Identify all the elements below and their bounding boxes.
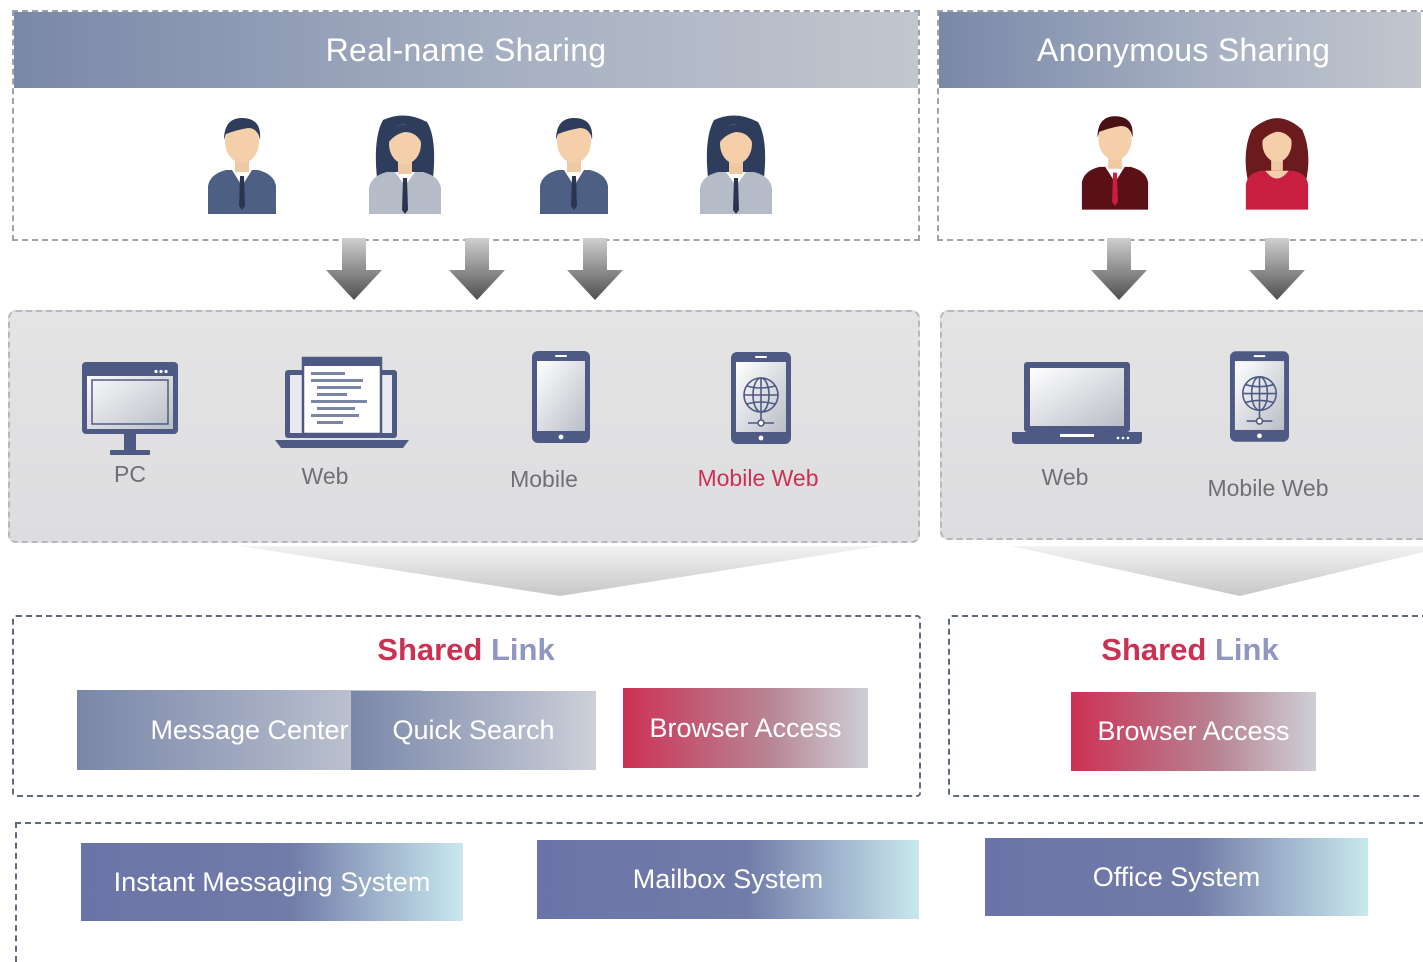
down-arrow-icon [1091,238,1147,300]
male-user-icon [208,118,276,214]
down-arrow-icon [1249,238,1305,300]
shared-link-title: Shared Link [300,632,632,668]
office-system-button[interactable]: Office System [985,838,1368,916]
anon-browser-access-button[interactable]: Browser Access [1071,692,1316,771]
device-label-web: Web [301,463,349,489]
anonymous-devices-panel [940,310,1423,540]
quick-search-button[interactable]: Quick Search [351,691,596,770]
anonymous-sharing-panel: Anonymous Sharing [937,10,1423,241]
systems-box [15,822,1423,962]
real-name-sharing-panel: Real-name Sharing [12,10,920,241]
anon-shared-link-word1: Shared [1101,632,1207,667]
anonymous-sharing-title: Anonymous Sharing [939,12,1421,88]
device-label-mobile-web: Mobile Web [697,465,819,491]
laptop-code-icon [275,356,409,448]
down-arrow-icon [567,238,623,300]
anon-device-label-web: Web [1041,464,1089,490]
laptop-icon [1012,362,1142,444]
down-arrow-icon [449,238,505,300]
shared-link-word1: Shared [377,632,483,667]
shared-link-word2: Link [491,632,555,667]
device-label-pc: PC [114,461,146,487]
female-user-icon [369,115,441,214]
real-name-sharing-title: Real-name Sharing [14,12,918,88]
desktop-monitor-icon [82,362,178,455]
mobile-globe-icon [1229,351,1290,442]
anon-shared-link-title: Shared Link [1070,632,1310,668]
funnel-shape [1010,546,1423,596]
smartphone-icon [532,351,590,443]
down-arrow-icon [326,238,382,300]
funnel-shape [240,546,880,596]
mailbox-system-button[interactable]: Mailbox System [537,840,919,919]
anon-device-label-mobile-web: Mobile Web [1207,475,1329,501]
device-label-mobile: Mobile [510,466,578,492]
anonymous-female-user-icon [1245,118,1309,210]
anonymous-male-user-icon [1081,116,1149,210]
anonymous-sharing-title-text: Anonymous Sharing [1037,31,1331,68]
mobile-globe-icon [731,352,791,444]
instant-messaging-system-button[interactable]: Instant Messaging System [81,843,463,921]
anon-shared-link-word2: Link [1215,632,1279,667]
browser-access-button[interactable]: Browser Access [623,688,868,768]
male-user-icon [540,118,608,214]
female-user-icon [700,115,772,214]
